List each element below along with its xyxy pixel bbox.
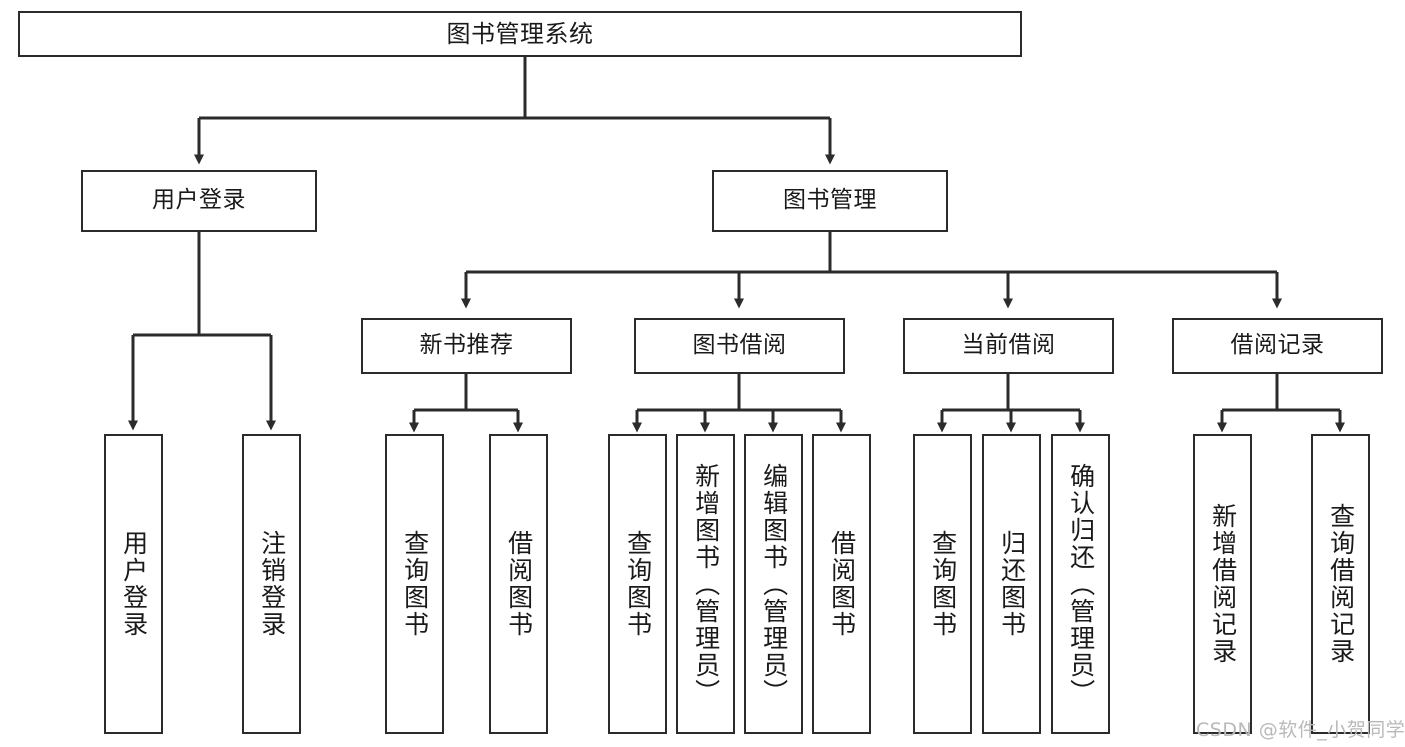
- node-new-book-recommend[interactable]: 新书推荐: [361, 318, 572, 374]
- node-label: 新增借阅记录: [1208, 503, 1238, 665]
- node-label: 借阅图书: [504, 530, 534, 638]
- leaf-query-borrow-record[interactable]: 查询借阅记录: [1311, 434, 1370, 734]
- node-label: 借阅记录: [1230, 332, 1325, 359]
- node-user-login[interactable]: 用户登录: [81, 170, 317, 232]
- node-root-book-management-system[interactable]: 图书管理系统: [18, 11, 1022, 57]
- leaf-add-book-admin[interactable]: 新增图书（管理员）: [676, 434, 735, 734]
- node-label: 查询图书: [623, 530, 653, 638]
- leaf-borrow-books[interactable]: 借阅图书: [812, 434, 871, 734]
- leaf-edit-book-admin[interactable]: 编辑图书（管理员）: [744, 434, 803, 734]
- node-label: 图书管理: [783, 187, 877, 214]
- leaf-query-books-current[interactable]: 查询图书: [913, 434, 972, 734]
- node-label: 查询图书: [400, 530, 430, 638]
- node-label: 图书管理系统: [446, 19, 594, 48]
- node-label: 用户登录: [152, 187, 246, 214]
- node-label: 编辑图书（管理员）: [759, 462, 789, 706]
- node-label: 图书借阅: [692, 332, 787, 359]
- leaf-confirm-return-admin[interactable]: 确认归还（管理员）: [1051, 434, 1110, 734]
- node-label: 查询借阅记录: [1326, 503, 1356, 665]
- node-label: 注销登录: [257, 530, 287, 638]
- node-label: 当前借阅: [961, 332, 1056, 359]
- leaf-query-books-borrow[interactable]: 查询图书: [608, 434, 667, 734]
- leaf-borrow-books-newbook[interactable]: 借阅图书: [489, 434, 548, 734]
- node-label: 确认归还（管理员）: [1066, 462, 1096, 706]
- leaf-query-books-newbook[interactable]: 查询图书: [385, 434, 444, 734]
- node-book-borrow[interactable]: 图书借阅: [634, 318, 845, 374]
- node-label: 新书推荐: [419, 332, 514, 359]
- leaf-user-login[interactable]: 用户登录: [104, 434, 163, 734]
- node-label: 归还图书: [997, 530, 1027, 638]
- leaf-add-borrow-record[interactable]: 新增借阅记录: [1193, 434, 1252, 734]
- node-book-management[interactable]: 图书管理: [712, 170, 948, 232]
- leaf-return-books[interactable]: 归还图书: [982, 434, 1041, 734]
- node-label: 借阅图书: [827, 530, 857, 638]
- node-label: 查询图书: [928, 530, 958, 638]
- leaf-logout-login[interactable]: 注销登录: [242, 434, 301, 734]
- node-current-borrow[interactable]: 当前借阅: [903, 318, 1114, 374]
- node-borrow-records[interactable]: 借阅记录: [1172, 318, 1383, 374]
- node-label: 用户登录: [119, 530, 149, 638]
- node-label: 新增图书（管理员）: [691, 462, 721, 706]
